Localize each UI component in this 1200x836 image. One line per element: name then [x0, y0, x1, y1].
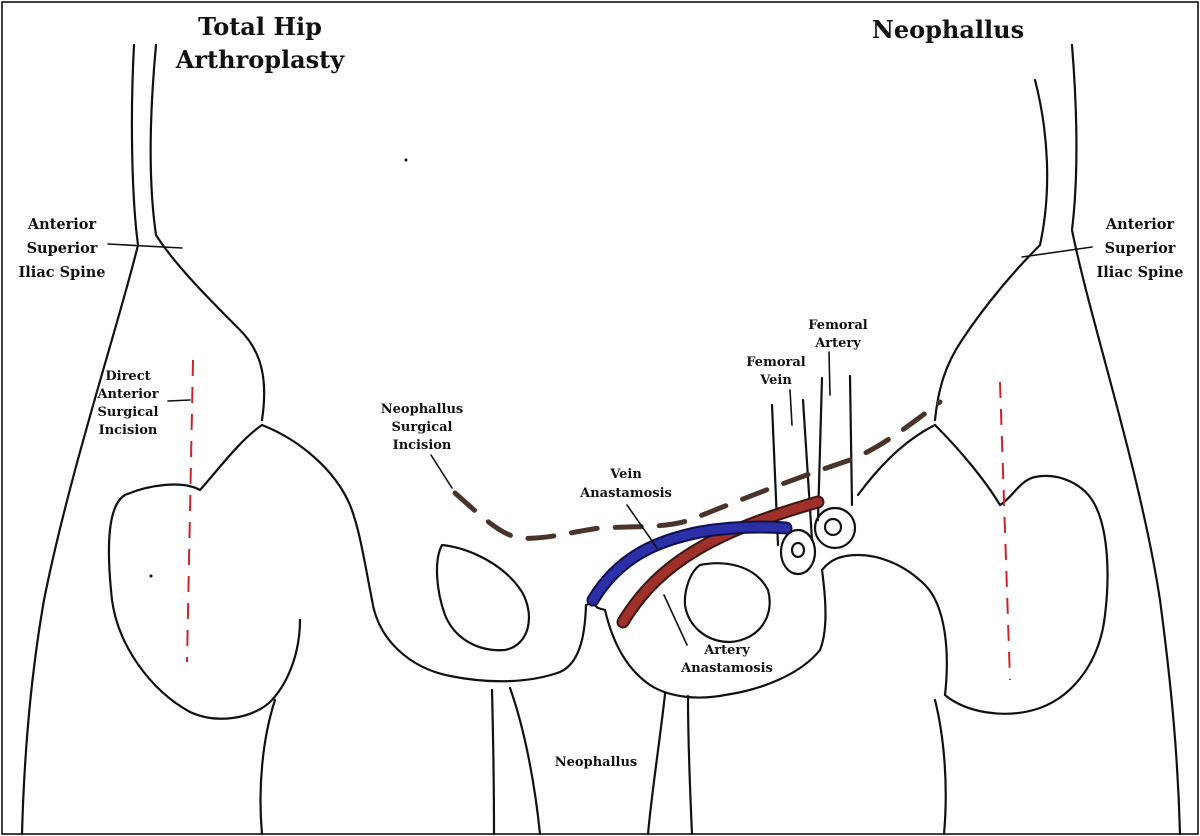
direct-anterior-incision-right: [999, 381, 1011, 681]
label-asis-right-1: Anterior: [1105, 216, 1175, 233]
vein-anastomosis-vessel: [586, 520, 793, 607]
label-asis-right-2: Superior: [1105, 240, 1176, 257]
label-artery-anastamosis-1: Artery: [703, 643, 750, 658]
title-arthroplasty: Arthroplasty: [175, 45, 346, 74]
direct-anterior-incision-left: [186, 359, 194, 663]
artery-graft: [618, 497, 823, 627]
label-artery-anastamosis-2: Anastamosis: [680, 661, 773, 676]
label-neo-incision-2: Surgical: [392, 420, 453, 435]
label-direct-4: Incision: [99, 423, 158, 438]
label-vein-anastamosis-2: Anastamosis: [579, 486, 672, 501]
pelvis-outline: [370, 543, 948, 699]
vein-graft: [588, 522, 791, 605]
label-asis-left-2: Superior: [27, 240, 98, 257]
title-neophallus: Neophallus: [872, 15, 1024, 44]
label-femoral-artery-2: Artery: [814, 336, 861, 351]
artery-anastomosis-vessel: [616, 495, 825, 629]
leader-lines: [107, 243, 1093, 646]
label-direct-3: Surgical: [98, 405, 159, 420]
label-femoral-artery-1: Femoral: [808, 318, 867, 333]
inner-thighs: [490, 686, 694, 836]
label-vein-anastamosis-1: Vein: [609, 467, 642, 482]
left-femur: [107, 423, 374, 720]
stray-mark: [149, 574, 153, 578]
label-femoral-vein-2: Vein: [759, 373, 792, 388]
stray-mark: [404, 158, 408, 162]
label-asis-left-3: Iliac Spine: [19, 264, 106, 281]
femoral-vessels: [770, 374, 857, 576]
label-direct-2: Anterior: [96, 387, 158, 402]
label-direct-1: Direct: [105, 369, 150, 384]
label-asis-right-3: Iliac Spine: [1097, 264, 1184, 281]
label-femoral-vein-1: Femoral: [746, 355, 805, 370]
right-femur: [856, 423, 1109, 715]
right-body-outline: [933, 43, 1182, 836]
label-asis-left-1: Anterior: [27, 216, 97, 233]
left-body-outline: [20, 43, 277, 836]
neophallus-surgical-incision: [452, 399, 943, 541]
title-total-hip: Total Hip: [198, 12, 322, 41]
label-neophallus: Neophallus: [555, 755, 637, 770]
label-neo-incision-1: Neophallus: [381, 402, 463, 417]
label-neo-incision-3: Incision: [393, 438, 452, 453]
